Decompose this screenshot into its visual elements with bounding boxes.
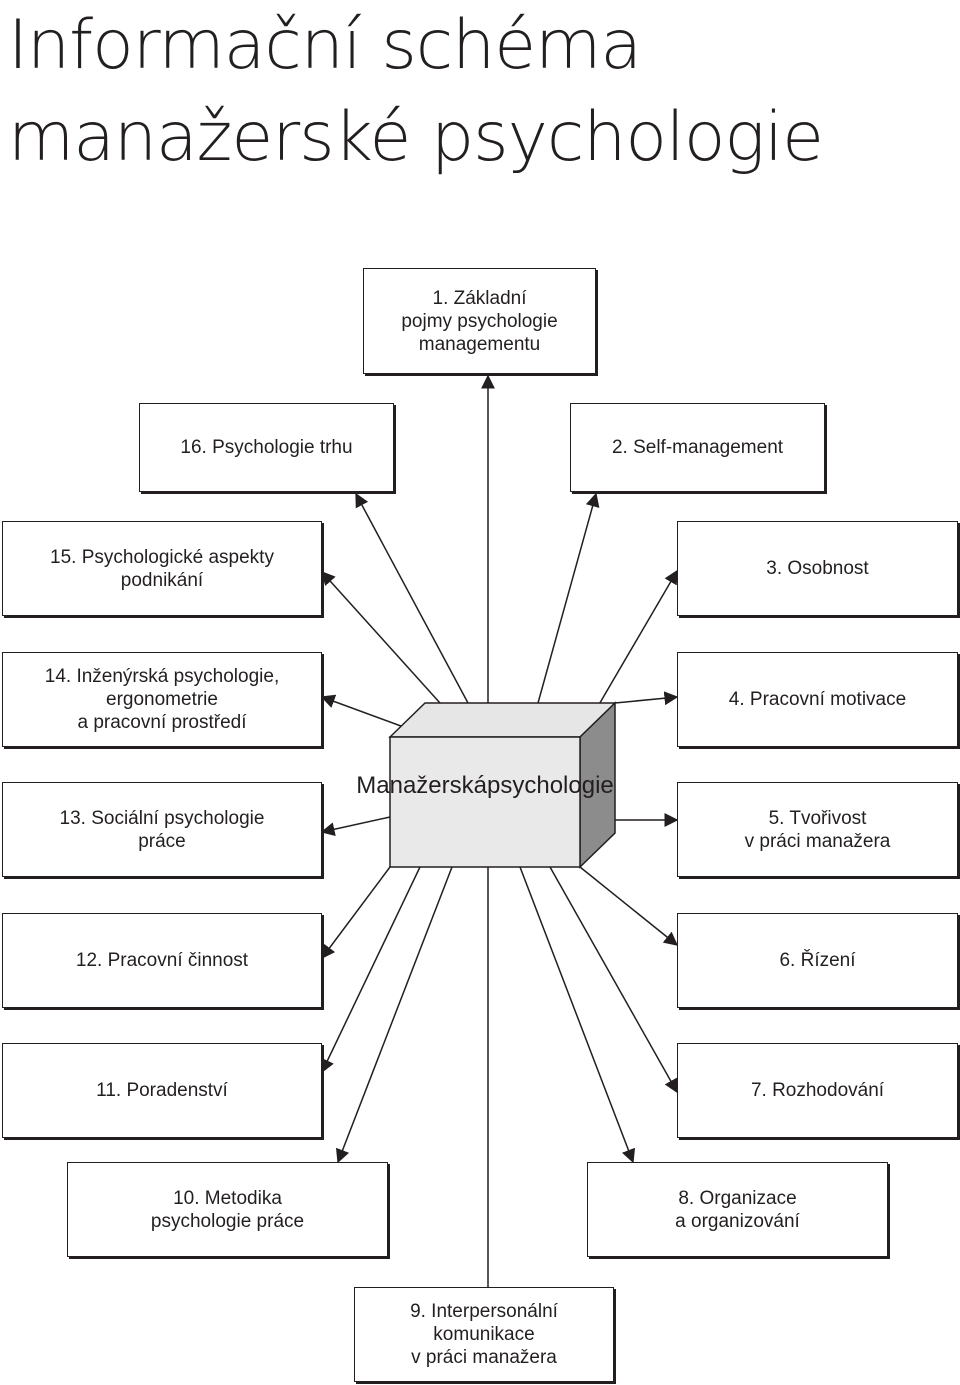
topic-label: 12. Pracovní činnost [76,949,248,972]
topic-label-line: 13. Sociální psychologie [59,807,265,829]
topic-label-line: managementu [418,333,541,355]
arrow-to-topic-8 [519,866,636,1164]
topic-label-line: v práci manažera [744,830,891,852]
topic-label-line: 9. Interpersonální [410,1301,558,1322]
topic-box-12: 12. Pracovní činnost [2,913,322,1008]
topic-box-11: 11. Poradenství [2,1043,322,1138]
topic-box-6: 6. Řízení [677,913,958,1008]
arrow-to-topic-11 [321,866,421,1074]
center-topic-label: Manažerská psychologie [356,738,613,866]
topic-label-line: 10. Metodika [173,1187,282,1209]
topic-label-line: komunikace [433,1324,535,1345]
topic-label-line: 12. Pracovní činnost [75,950,249,971]
topic-label-line: a pracovní prostředí [77,712,247,733]
topic-label-line: 4. Pracovní motivace [728,689,907,710]
arrow-to-topic-4 [614,691,679,706]
topic-label-line: psychologie práce [150,1210,305,1232]
arrow-to-topic-7 [549,866,678,1094]
topic-label: 3. Osobnost [766,557,868,580]
topic-label-line: ergonometrie [106,689,218,710]
topic-label-line: 7. Rozhodování [750,1080,885,1101]
cube-top-face [388,702,617,738]
topic-box-4: 4. Pracovní motivace [677,652,958,747]
topic-label-line: podnikání [120,569,204,591]
topic-label-line: 8. Organizace [678,1187,797,1209]
topic-label-line: a organizování [675,1210,800,1232]
topic-label: 7. Rozhodování [751,1079,884,1102]
arrow-to-topic-6 [579,866,679,946]
topic-label: 4. Pracovní motivace [729,688,906,711]
topic-label: 11. Poradenství [96,1079,228,1102]
topic-label-line: 16. Psychologie trhu [180,437,353,458]
topic-box-2: 2. Self-management [570,403,825,492]
title-line-1: Informační schéma [8,6,642,85]
topic-label-line: 6. Řízení [779,950,856,971]
center-cube [388,701,617,869]
cube-front-face [389,736,581,868]
center-label-line-1: Manažerská [356,772,487,799]
arrow-to-topic-2 [537,492,600,704]
topic-label-line: 5. Tvořivost [768,807,867,829]
arrow-to-topic-16 [355,492,469,704]
topic-label: 16. Psychologie trhu [180,436,352,459]
topic-label-line: 2. Self-management [611,437,784,458]
topic-label-line: pojmy psychologie [401,310,558,332]
topic-label-line: 1. Základní [432,287,527,309]
arrow-to-topic-15 [321,570,441,704]
topic-label-line: 3. Osobnost [766,558,869,579]
arrow-to-topic-10 [336,866,453,1164]
arrow-to-topic-12 [321,866,391,960]
topic-label-line: 11. Poradenství [96,1080,228,1101]
diagram-title: Informační schéma manažerské psychologie [8,0,824,184]
topic-label-line: v práci manažera [411,1347,557,1368]
topic-label-line: 15. Psychologické aspekty [50,546,274,568]
arrow-to-topic-13 [320,816,391,837]
topic-box-7: 7. Rozhodování [677,1043,958,1138]
topic-label-line: práce [138,830,186,852]
topic-label: 2. Self-management [612,436,783,459]
topic-box-16: 16. Psychologie trhu [139,403,394,492]
topic-box-3: 3. Osobnost [677,521,958,616]
topic-label: 6. Řízení [779,949,855,972]
topic-label-line: 14. Inženýrská psychologie, [44,666,280,687]
center-label-line-2: psychologie [487,772,614,799]
title-line-2: manažerské psychologie [8,98,824,177]
